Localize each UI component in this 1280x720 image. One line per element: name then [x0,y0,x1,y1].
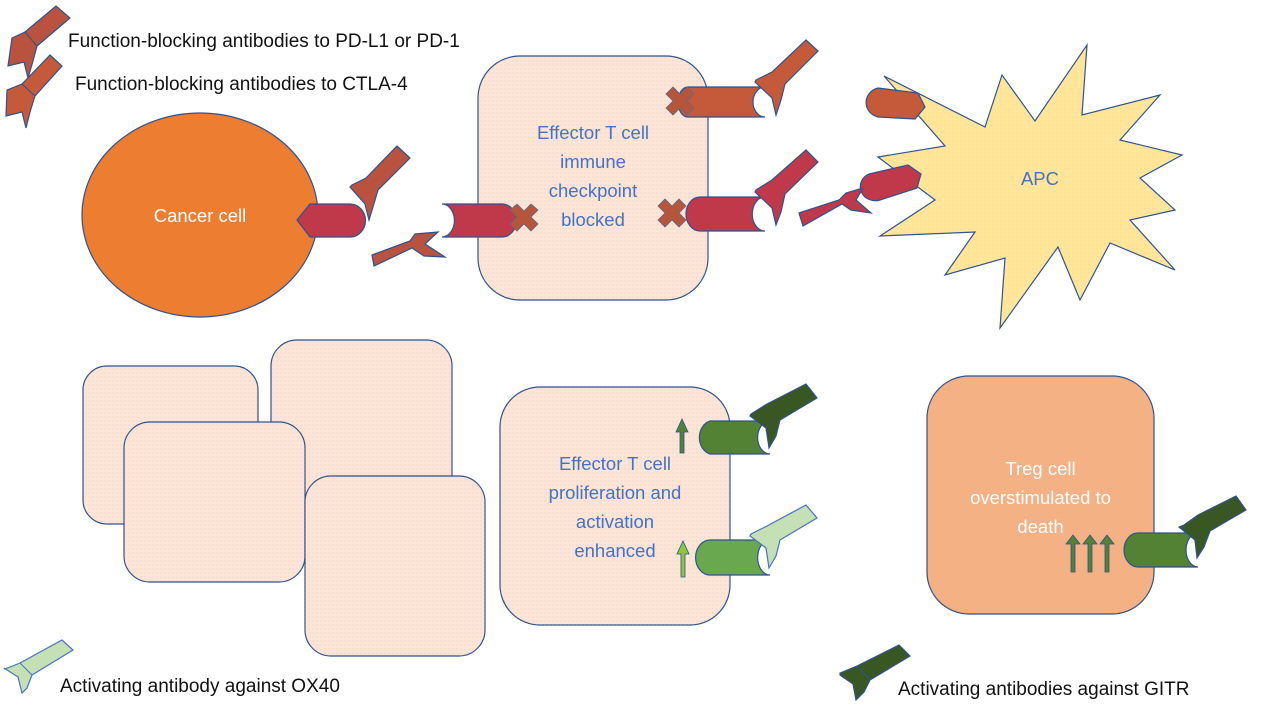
label-line: proliferation and [548,482,682,503]
label-line: Effector T cell [536,122,650,143]
receptor-lower-green [694,539,771,576]
treg-cell [926,375,1155,615]
legend-label-gitr-activating: Activating antibodies against GITR [898,679,1190,700]
pd-antibody-apc [798,186,873,227]
effector-t-cell-enhanced [499,386,731,626]
pd-antibody-floating-2 [371,231,448,267]
treg-cell-label: Treg cell overstimulated to death [927,454,1154,541]
gitr-receptor-treg [1123,532,1199,568]
legend-ctla4-antibody-icon [5,54,63,129]
t-cell-cluster-2 [270,339,453,519]
label-line: activation [575,511,655,532]
label-line: death [1017,516,1064,537]
b7-ligand-apc-top [865,87,926,120]
ctla4-antibody-top [754,39,819,118]
cancer-cell-label: Cancer cell [153,205,247,226]
pd-antibody-floating-1 [349,145,411,223]
pd-l1-ligand-cancer [296,203,367,238]
t-cell-cluster [82,339,486,657]
label-line: Effector T cell [558,453,672,474]
effector-t-cell-enhanced-label: Effector T cell proliferation and activa… [500,449,730,565]
receptor-upper-green [698,420,771,455]
legend-label-pd-blocking: Function-blocking antibodies to PD-L1 or… [68,31,460,52]
pd-antibody-right [754,149,819,228]
t-cell-cluster-3 [123,421,306,583]
up-arrow-icon [675,418,689,454]
blocked-x-icon [657,198,687,228]
apc-cell [876,42,1184,331]
effector-t-cell-blocked [477,55,709,301]
effector-t-cell-blocked-label: Effector T cell immune checkpoint blocke… [478,118,708,234]
label-line: Treg cell [1005,458,1076,479]
label-line: immune [560,151,626,172]
apc-label: APC [1020,168,1060,189]
up-arrow-icon [676,540,690,578]
pd-1-receptor-right [685,196,766,232]
triple-up-arrow-icon [1065,534,1115,573]
blocked-x-icon [509,203,539,232]
pd-l1-ligand-apc [859,164,922,202]
legend-label-ctla4-blocking: Function-blocking antibodies to CTLA-4 [75,74,408,95]
label-line: checkpoint [548,180,638,201]
gitr-antibody-upper [749,383,818,450]
legend-ox40-antibody-icon [3,639,74,695]
ox40-antibody-enhanced [749,504,818,570]
legend-label-ox40-activating: Activating antibody against OX40 [60,676,340,697]
blocked-x-icon [665,86,695,116]
legend-pd-antibody-icon [7,5,71,81]
label-line: overstimulated to [970,487,1111,508]
t-cell-cluster-4 [304,475,486,657]
legend-gitr-antibody-icon [839,644,911,702]
label-line: blocked [561,209,625,230]
label-line: enhanced [574,540,656,561]
gitr-antibody-treg [1177,495,1247,560]
